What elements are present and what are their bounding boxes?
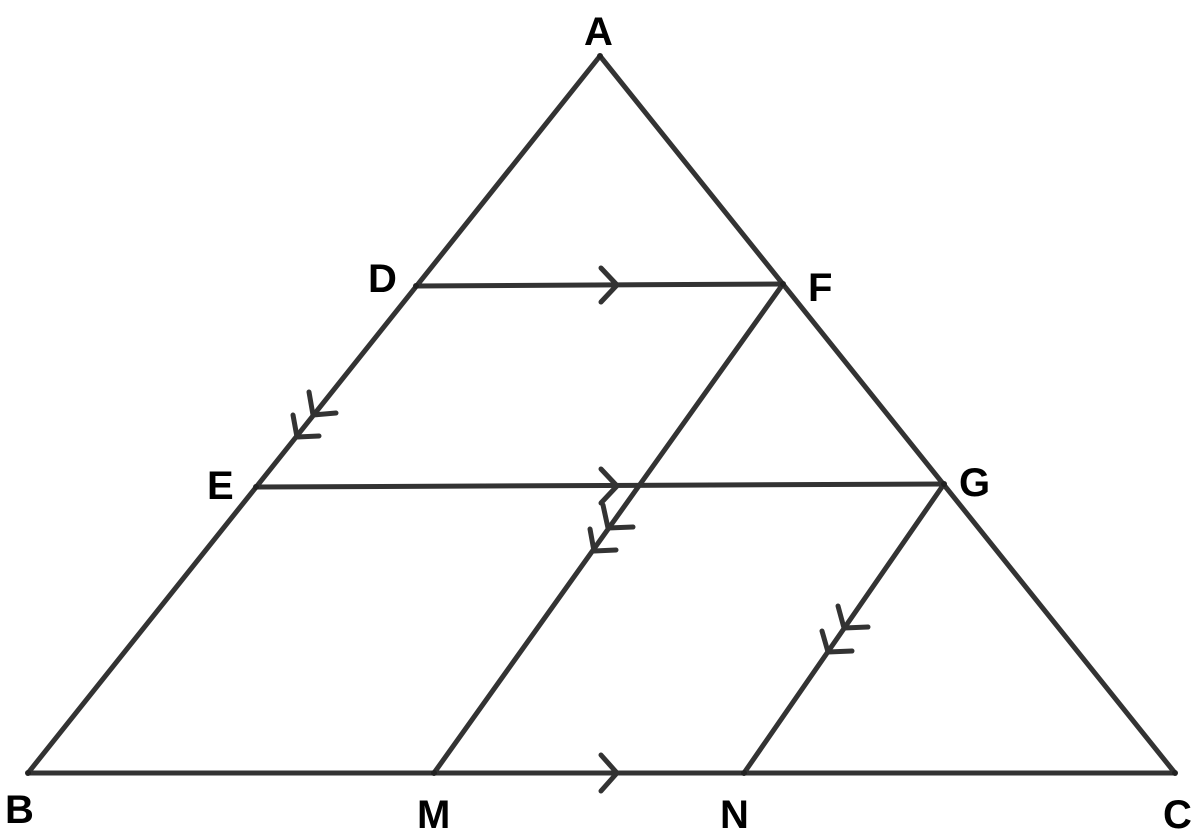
label-e: E — [207, 464, 234, 508]
vertex-m — [431, 770, 437, 776]
label-f: F — [808, 266, 833, 310]
label-b: B — [5, 788, 34, 832]
segment-df — [413, 281, 786, 289]
single-arrow-marker-eg — [598, 466, 620, 506]
vertex-d — [413, 283, 419, 289]
vertex-c — [1172, 770, 1178, 776]
segment-ac — [597, 53, 1178, 776]
label-m: M — [417, 793, 451, 837]
double-arrow-marker-fm-1 — [600, 502, 636, 531]
label-d: D — [368, 257, 397, 301]
double-arrow-marker-gn-1 — [835, 603, 871, 631]
vertex-b — [25, 770, 31, 776]
label-a: A — [584, 10, 613, 54]
single-arrow-marker-df — [598, 265, 620, 305]
double-arrow-marker-gn-2 — [819, 628, 855, 655]
segment-eg — [253, 481, 947, 490]
double-arrow-marker-de-2 — [290, 412, 322, 440]
vertex-e — [253, 484, 259, 490]
double-arrow-marker-de-1 — [306, 389, 339, 418]
vertex-f — [780, 281, 786, 287]
label-n: N — [720, 793, 749, 837]
vertex-n — [741, 770, 747, 776]
double-arrow-marker-fm-2 — [587, 526, 619, 554]
vertex-g — [941, 481, 947, 487]
label-g: G — [959, 461, 991, 505]
vertex-a — [597, 53, 603, 59]
single-arrow-marker-bc — [598, 752, 620, 794]
label-c: C — [1163, 793, 1192, 837]
